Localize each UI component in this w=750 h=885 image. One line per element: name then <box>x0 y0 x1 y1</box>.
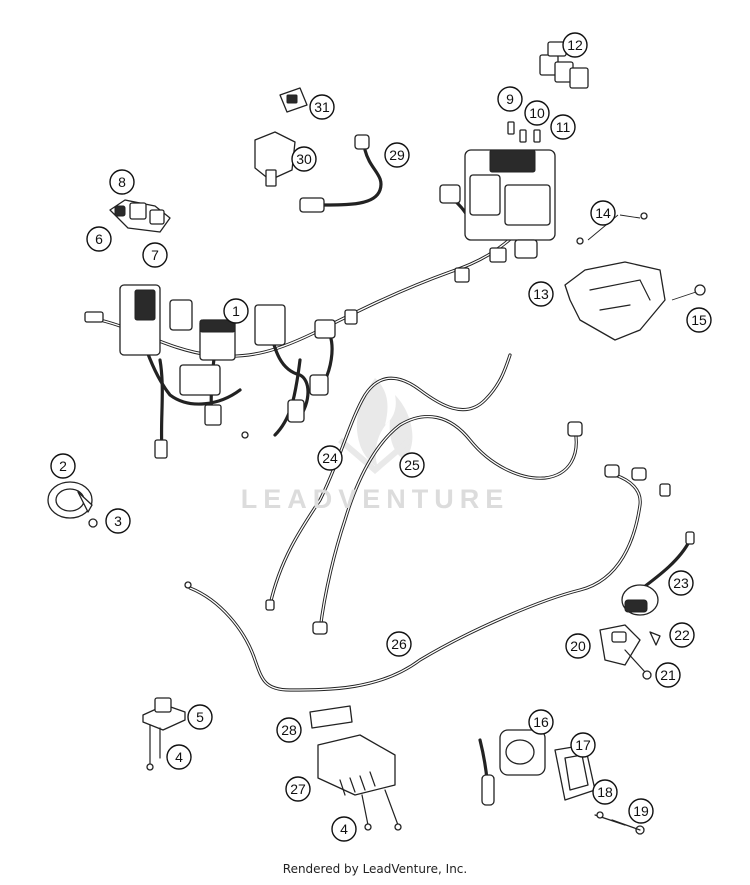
callout-12: 12 <box>562 32 588 58</box>
svg-text:20: 20 <box>570 638 586 654</box>
svg-text:11: 11 <box>556 119 571 135</box>
watermark-logo <box>338 378 413 474</box>
svg-text:4: 4 <box>175 749 183 765</box>
watermark: LEADVENTURE <box>240 484 510 514</box>
relay-30-part <box>254 131 296 187</box>
callout-21: 21 <box>655 662 681 688</box>
callout-18: 18 <box>592 779 618 805</box>
svg-text:27: 27 <box>290 781 306 797</box>
ignition-coil-part <box>478 729 645 835</box>
callout-19: 19 <box>628 798 654 824</box>
main-wiring-harness <box>84 149 556 459</box>
svg-text:28: 28 <box>281 722 297 738</box>
svg-text:17: 17 <box>575 737 591 753</box>
fuse-box-holder-part <box>564 212 706 341</box>
bracket-part <box>142 697 186 771</box>
callout-8: 8 <box>109 169 135 195</box>
svg-text:15: 15 <box>691 312 707 328</box>
regulator-part <box>309 705 402 831</box>
callout-10: 10 <box>524 100 550 126</box>
svg-text:30: 30 <box>296 151 312 167</box>
callout-14: 14 <box>590 200 616 226</box>
callout-11: 11 <box>550 114 576 140</box>
cable-24-part <box>265 353 512 611</box>
svg-text:29: 29 <box>389 147 405 163</box>
cable-25-part <box>312 415 583 635</box>
fuse-set-part <box>507 121 541 143</box>
svg-text:24: 24 <box>322 450 338 466</box>
relay-set-part <box>539 41 589 89</box>
svg-text:1: 1 <box>232 303 240 319</box>
callout-20: 20 <box>565 633 591 659</box>
callout-28: 28 <box>276 717 302 743</box>
callout-30: 30 <box>291 146 317 172</box>
footer-credit: Rendered by LeadVenture, Inc. <box>282 862 468 876</box>
svg-text:6: 6 <box>95 231 103 247</box>
callout-4b: 4 <box>331 816 357 842</box>
svg-text:9: 9 <box>506 91 514 107</box>
svg-text:23: 23 <box>673 575 689 591</box>
callout-15: 15 <box>686 307 712 333</box>
callout-5: 5 <box>187 704 213 730</box>
callout-1: 1 <box>223 298 249 324</box>
callout-31: 31 <box>309 94 335 120</box>
connector-cable-29-part <box>299 134 383 213</box>
callout-23: 23 <box>668 570 694 596</box>
svg-text:4: 4 <box>340 821 348 837</box>
callout-27: 27 <box>285 776 311 802</box>
callout-9: 9 <box>497 86 523 112</box>
horn-part <box>47 481 93 519</box>
callout-17: 17 <box>570 732 596 758</box>
svg-text:18: 18 <box>597 784 613 800</box>
svg-text:26: 26 <box>391 636 407 652</box>
svg-text:31: 31 <box>314 99 330 115</box>
cable-26-part <box>184 464 671 692</box>
svg-text:25: 25 <box>404 457 420 473</box>
callout-29: 29 <box>384 142 410 168</box>
svg-text:13: 13 <box>533 286 549 302</box>
callout-6: 6 <box>86 226 112 252</box>
callout-7: 7 <box>142 242 168 268</box>
sensor-bracket-20-part <box>599 624 661 680</box>
svg-text:14: 14 <box>595 205 611 221</box>
svg-text:22: 22 <box>674 627 690 643</box>
svg-text:2: 2 <box>59 458 67 474</box>
callout-2: 2 <box>50 453 76 479</box>
callout-4a: 4 <box>166 744 192 770</box>
callout-22: 22 <box>669 622 695 648</box>
callout-26: 26 <box>386 631 412 657</box>
svg-text:19: 19 <box>633 803 649 819</box>
svg-text:21: 21 <box>660 667 676 683</box>
cap-31-part <box>279 87 308 113</box>
svg-text:8: 8 <box>118 174 126 190</box>
connector-group-part <box>109 199 171 233</box>
sensor-23-part <box>621 531 695 616</box>
callout-16: 16 <box>528 709 554 735</box>
svg-text:10: 10 <box>529 105 545 121</box>
callout-13: 13 <box>528 281 554 307</box>
callout-24: 24 <box>317 445 343 471</box>
svg-text:3: 3 <box>114 513 122 529</box>
horn-bolt-part <box>88 518 98 528</box>
svg-text:16: 16 <box>533 714 549 730</box>
svg-text:7: 7 <box>151 247 159 263</box>
svg-text:12: 12 <box>567 37 583 53</box>
callout-25: 25 <box>399 452 425 478</box>
svg-text:5: 5 <box>196 709 204 725</box>
callout-3: 3 <box>105 508 131 534</box>
